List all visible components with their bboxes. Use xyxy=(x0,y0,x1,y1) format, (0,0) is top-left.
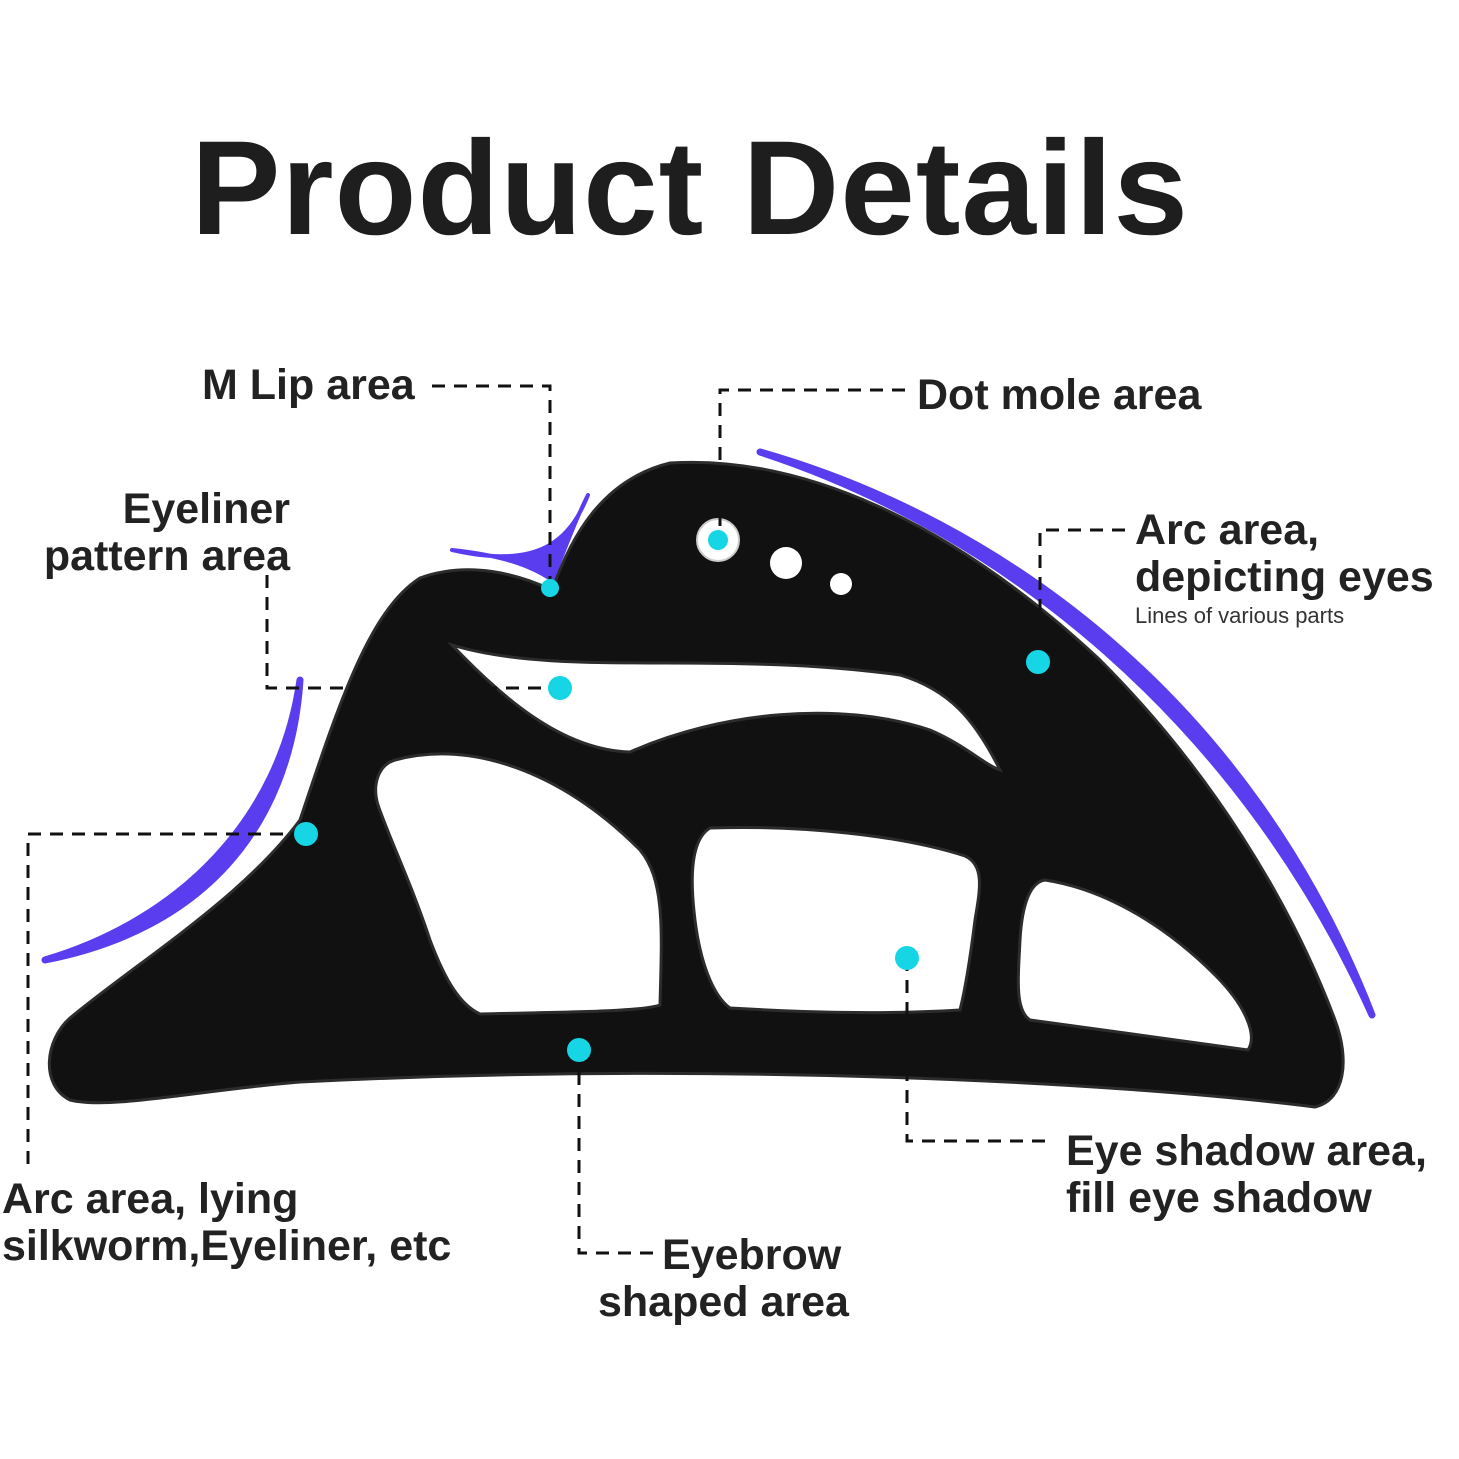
stencil-body xyxy=(47,460,1345,1109)
marker-arc-lying xyxy=(294,822,318,846)
dot-hole-small xyxy=(830,573,852,595)
label-eyebrow: Eyebrow shaped area xyxy=(598,1231,849,1326)
leader-eyebrow xyxy=(577,1050,655,1255)
marker-dot-mole xyxy=(708,530,728,550)
accent-stroke-left xyxy=(41,676,304,964)
markers xyxy=(294,530,1050,1062)
marker-arc-eyes xyxy=(1026,650,1050,674)
dot-hole-medium xyxy=(770,547,802,579)
leader-m-lip xyxy=(432,384,552,590)
marker-eyeliner-pattern xyxy=(548,676,572,700)
accent-stroke-top-right xyxy=(756,448,1376,1019)
label-arc-lying: Arc area, lying silkworm,Eyeliner, etc xyxy=(2,1175,452,1270)
leader-arc-eyes xyxy=(1038,528,1125,662)
label-dot-mole: Dot mole area xyxy=(917,371,1202,419)
marker-m-lip xyxy=(541,579,559,597)
leader-eyeliner-pattern xyxy=(265,575,560,690)
label-eyeliner-pattern: Eyeliner pattern area xyxy=(43,485,290,580)
leader-dot-mole xyxy=(718,388,905,540)
accent-stroke-lip xyxy=(450,493,590,582)
marker-eyebrow xyxy=(567,1038,591,1062)
leader-lines xyxy=(26,384,1125,1255)
leader-eye-shadow xyxy=(905,958,1050,1143)
leader-arc-lying xyxy=(26,832,305,1165)
label-arc-eyes: Arc area, depicting eyes Lines of variou… xyxy=(1135,507,1434,631)
label-eye-shadow: Eye shadow area, fill eye shadow xyxy=(1066,1127,1427,1222)
label-arc-eyes-note: Lines of various parts xyxy=(1135,603,1345,628)
label-m-lip: M Lip area xyxy=(202,361,415,409)
marker-eye-shadow xyxy=(895,946,919,970)
page-title: Product Details xyxy=(191,114,1189,263)
